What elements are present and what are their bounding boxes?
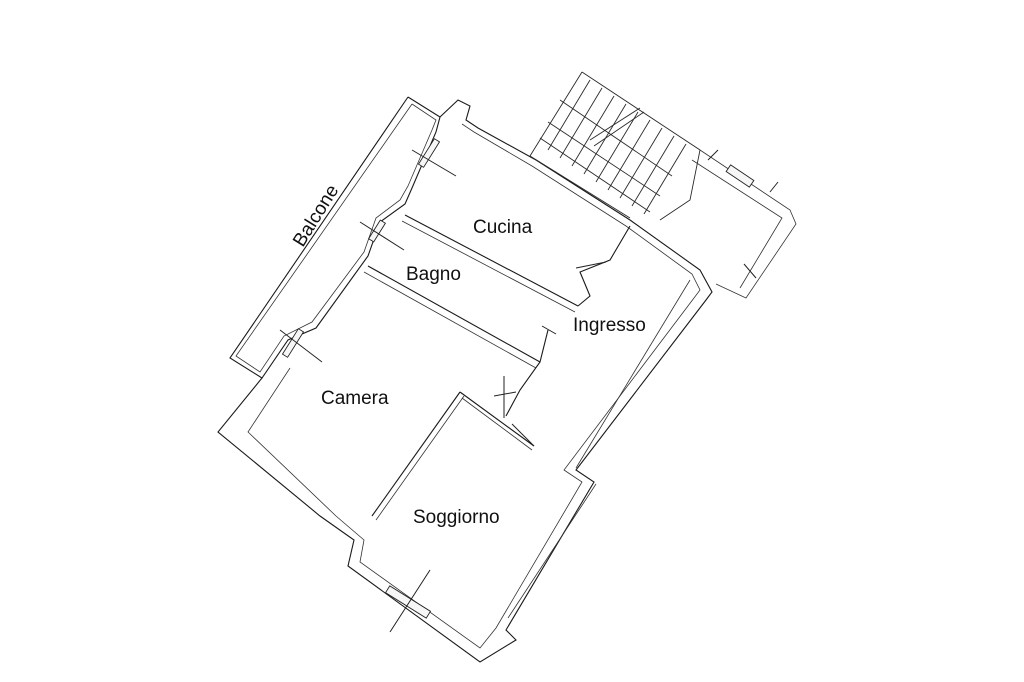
windows xyxy=(279,138,457,633)
staircase xyxy=(529,71,701,221)
balcony-outline xyxy=(229,96,441,379)
room-label-bagno: Bagno xyxy=(406,264,461,285)
interior-walls xyxy=(363,214,691,619)
room-label-camera: Camera xyxy=(321,388,389,409)
stair-landing xyxy=(691,149,797,299)
room-label-ingresso: Ingresso xyxy=(573,315,646,336)
apartment-outer-walls xyxy=(217,99,713,663)
room-label-cucina: Cucina xyxy=(473,217,533,238)
room-label-soggiorno: Soggiorno xyxy=(413,507,500,528)
door-swings xyxy=(493,261,607,447)
